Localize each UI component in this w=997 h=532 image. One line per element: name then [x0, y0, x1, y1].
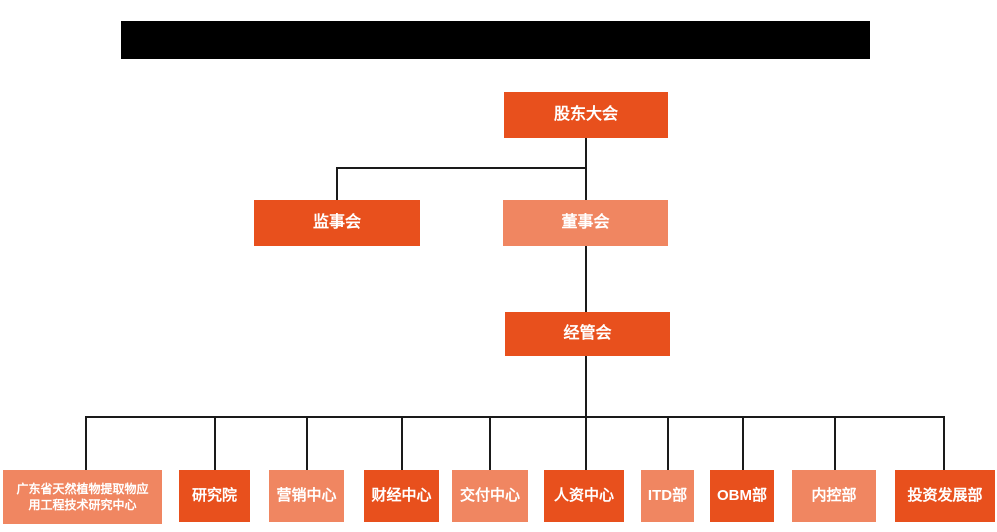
node-supervisory-board: 监事会 [254, 200, 420, 246]
connector-level4-horizontal [85, 416, 945, 418]
node-dept-finance-center: 财经中心 [364, 470, 439, 522]
connector-drop-research-institute [214, 417, 216, 470]
node-label: 董事会 [561, 214, 610, 232]
node-label: 交付中心 [459, 486, 520, 504]
node-label: 内控部 [811, 486, 857, 504]
connector-drop-research-center [85, 417, 87, 470]
node-dept-investment-development: 投资发展部 [895, 470, 995, 522]
connector-drop-delivery [489, 417, 491, 470]
connector-drop-investment [943, 417, 945, 470]
connector-management-down [585, 356, 587, 470]
node-dept-marketing-center: 营销中心 [269, 470, 344, 522]
node-dept-hr-center: 人资中心 [544, 470, 624, 522]
node-dept-research-center: 广东省天然植物提取物应 用工程技术研究中心 [3, 470, 162, 524]
connector-drop-finance [401, 417, 403, 470]
redacted-title-bar [121, 21, 870, 59]
node-label: 财经中心 [371, 486, 432, 504]
node-label: 营销中心 [276, 486, 337, 504]
node-label: 投资发展部 [907, 486, 983, 504]
node-management-committee: 经管会 [505, 312, 670, 356]
connector-supervisory-drop [336, 167, 338, 200]
node-label: 股东大会 [553, 106, 618, 124]
node-dept-delivery-center: 交付中心 [452, 470, 528, 522]
node-label: 人资中心 [553, 486, 614, 504]
connector-board-management [585, 246, 587, 312]
connector-root-down [585, 138, 587, 200]
node-board-of-directors: 董事会 [503, 200, 668, 246]
node-shareholders-meeting: 股东大会 [504, 92, 668, 138]
node-dept-internal-control: 内控部 [792, 470, 876, 522]
node-label: ITD部 [647, 486, 688, 504]
connector-drop-marketing [306, 417, 308, 470]
connector-drop-internal-control [834, 417, 836, 470]
connector-level2-horizontal [336, 167, 587, 169]
node-dept-obm: OBM部 [710, 470, 774, 522]
connector-drop-obm [742, 417, 744, 470]
node-label: 经管会 [563, 325, 612, 343]
node-label: OBM部 [717, 486, 767, 504]
node-label: 广东省天然植物提取物应 用工程技术研究中心 [16, 481, 149, 512]
connector-drop-itd [667, 417, 669, 470]
node-dept-itd: ITD部 [641, 470, 694, 522]
node-label: 研究院 [191, 486, 237, 504]
node-dept-research-institute: 研究院 [179, 470, 250, 522]
node-label: 监事会 [312, 214, 361, 232]
